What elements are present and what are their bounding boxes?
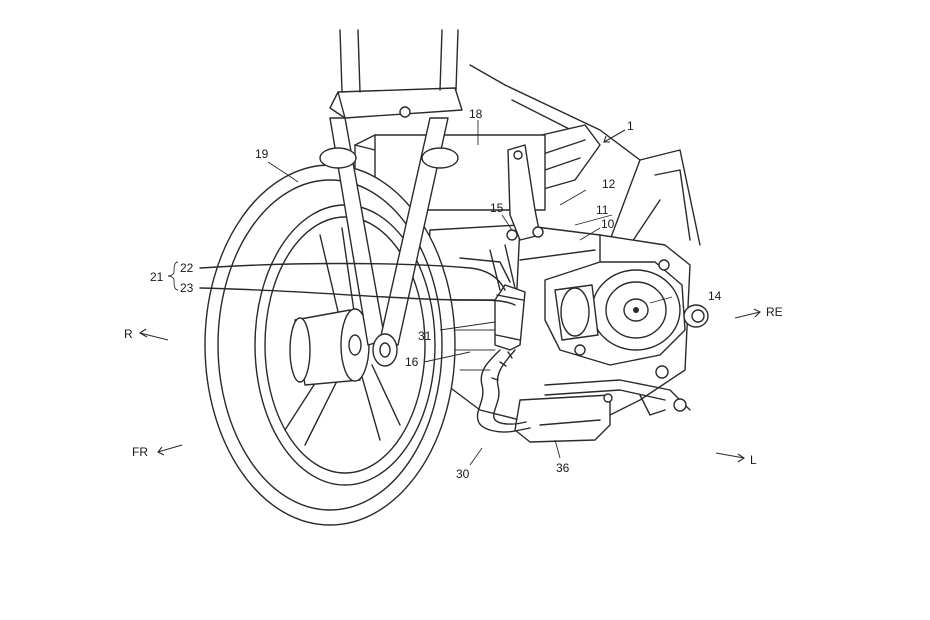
label-10: 10 — [601, 217, 615, 231]
arrow-re-icon — [734, 308, 761, 319]
label-18: 18 — [469, 107, 483, 121]
bracket-15 — [506, 144, 544, 241]
arrow-1-icon — [603, 129, 626, 143]
label-11: 11 — [596, 203, 609, 217]
label-1: 1 — [627, 119, 634, 133]
front-fork-lower — [319, 117, 459, 367]
foot-peg — [683, 304, 709, 328]
leader-lines — [267, 120, 673, 466]
arrow-r-icon — [138, 328, 169, 341]
arrow-fr-icon — [157, 444, 183, 456]
pedal-linkage — [544, 379, 691, 416]
generator-cover-14 — [544, 259, 686, 379]
oil-pan-36 — [514, 394, 611, 443]
label-23: 23 — [180, 281, 194, 295]
label-21: 21 — [150, 270, 164, 284]
label-16: 16 — [405, 355, 419, 369]
label-30: 30 — [456, 467, 470, 481]
label-19: 19 — [255, 147, 269, 161]
label-dir-r: R — [124, 327, 133, 341]
frame-tubes — [469, 64, 701, 246]
direction-labels: R FR RE L — [124, 305, 783, 467]
label-dir-re: RE — [766, 305, 783, 319]
label-22: 22 — [180, 261, 194, 275]
label-31: 31 — [418, 329, 432, 343]
reference-numerals: 1 10 11 12 14 15 16 18 19 21 22 23 30 31… — [150, 107, 722, 481]
label-36: 36 — [556, 461, 570, 475]
arrow-l-icon — [715, 452, 745, 463]
front-fork-upper — [329, 29, 463, 119]
label-14: 14 — [708, 289, 722, 303]
label-15: 15 — [490, 201, 504, 215]
brake-hoses-21 — [199, 257, 516, 306]
label-12: 12 — [602, 177, 616, 191]
label-dir-l: L — [750, 453, 757, 467]
label-dir-fr: FR — [132, 445, 148, 459]
brace-21 — [167, 261, 179, 291]
direction-arrows — [138, 129, 761, 463]
